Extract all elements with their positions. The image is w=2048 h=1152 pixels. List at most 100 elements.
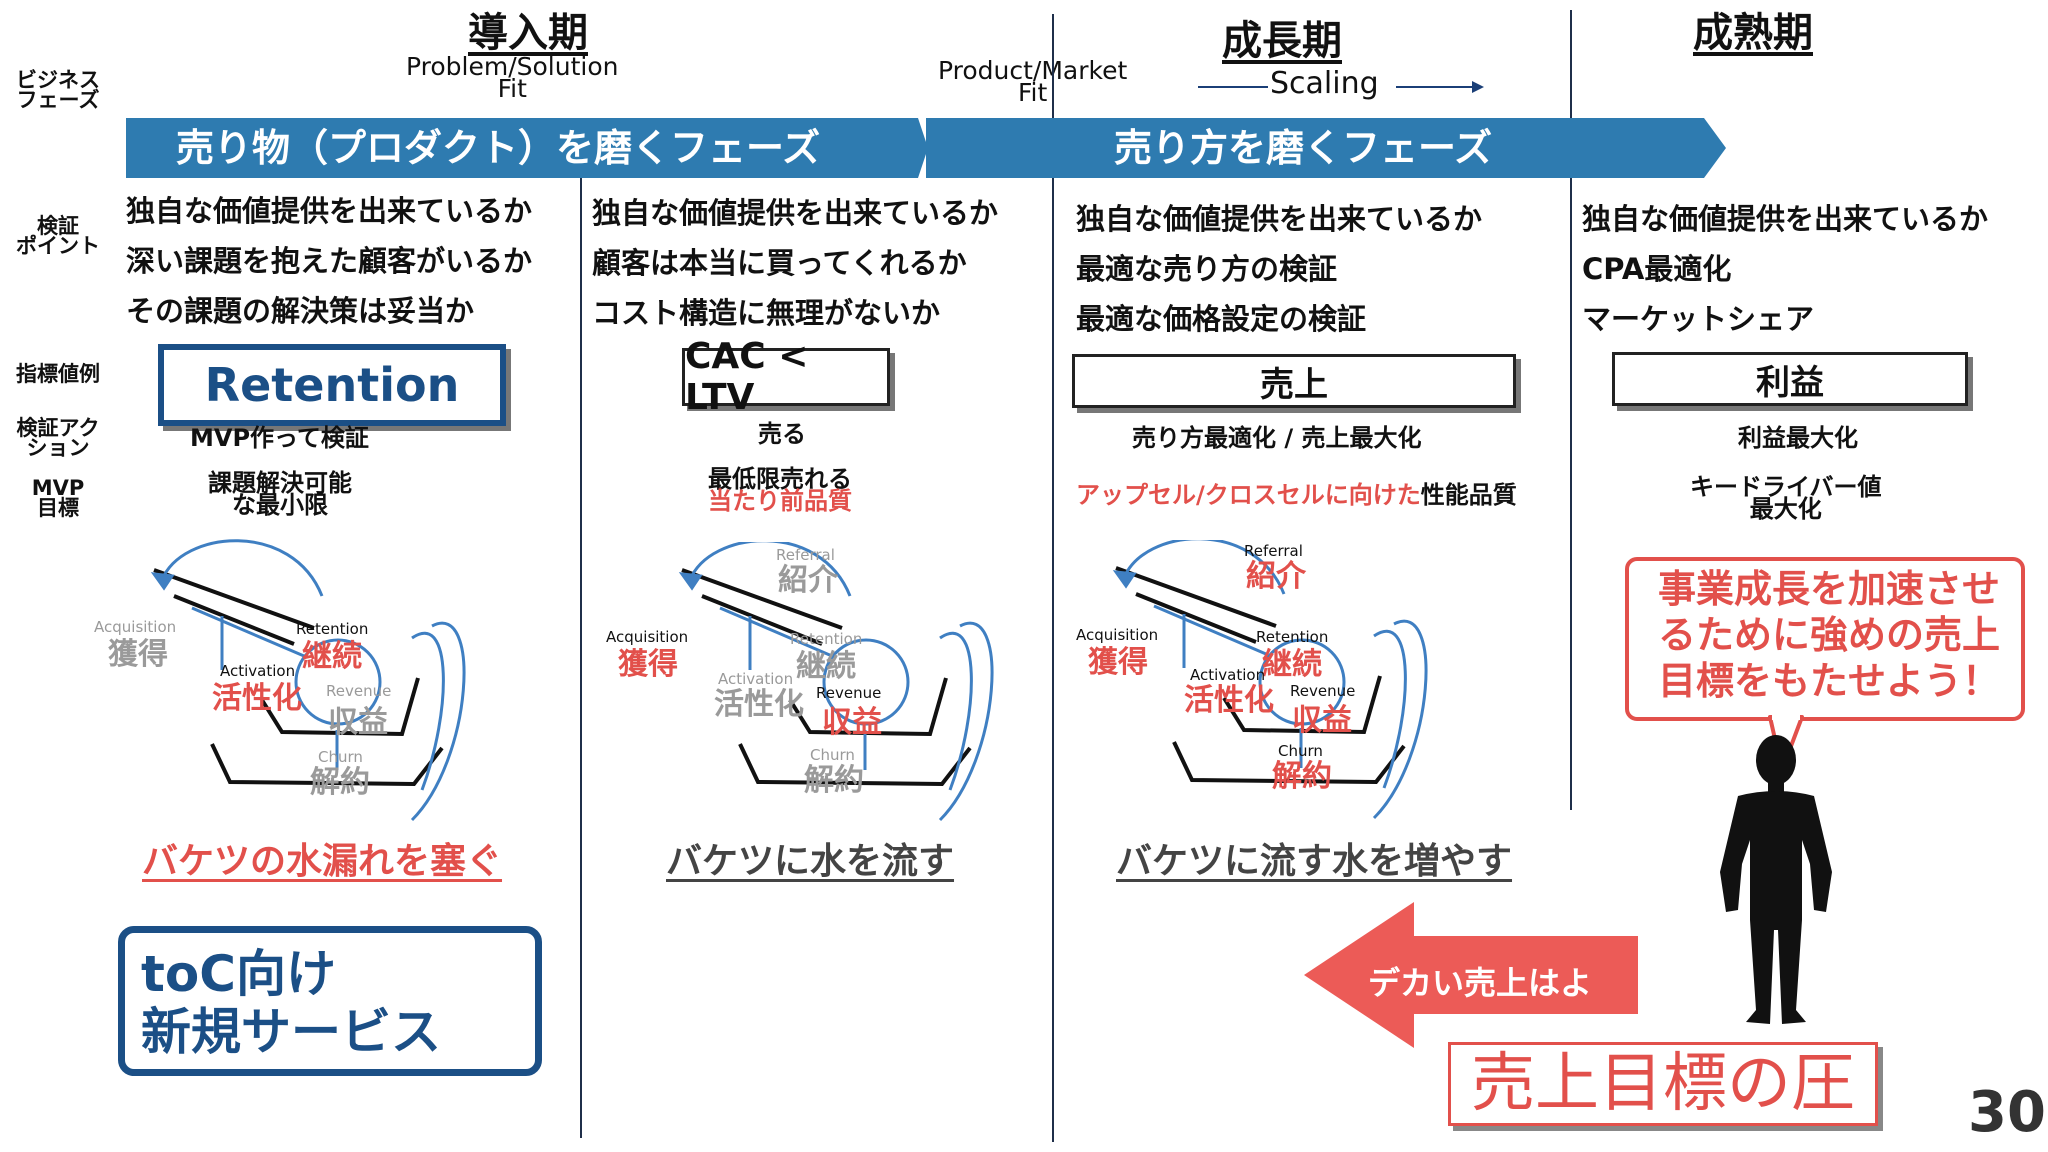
- col1-action: MVP作って検証: [190, 424, 369, 452]
- col3-mvp: アップセル/クロスセルに向けた性能品質: [1076, 481, 1517, 509]
- left-arrow-icon: [1304, 902, 1638, 1048]
- acquisition-en: Acquisition: [606, 628, 689, 646]
- acquisition-jp: 獲得: [108, 637, 168, 672]
- check-item: CPA最適化: [1582, 252, 1732, 286]
- churn-jp: 解約: [310, 765, 370, 800]
- retention-jp: 継続: [302, 639, 362, 674]
- revenue-en: Revenue: [326, 682, 392, 700]
- churn-en: Churn: [318, 748, 363, 766]
- speech-text: 事業成長を加速させ るために強めの売上 目標をもたせよう！: [1657, 567, 2000, 703]
- bucket-drawing: [678, 542, 994, 822]
- toc-new-service-box: toC向け 新規サービス: [118, 926, 542, 1076]
- acquisition-en: Acquisition: [94, 618, 177, 636]
- bucket-drawing: [150, 539, 466, 822]
- problem-solution-fit: Problem/Solution Fit: [406, 52, 619, 103]
- mvp-line2: 最大化: [1749, 495, 1822, 523]
- sales-pressure-box: 売上目標の圧: [1448, 1042, 1878, 1126]
- metric-cac-ltv-box: CAC < LTV: [682, 336, 890, 418]
- mvp-line1: 課題解決可能: [208, 469, 352, 497]
- divider-col1: [580, 118, 582, 1138]
- check-item: 独自な価値提供を出来ているか: [1076, 202, 1483, 236]
- activation-jp: 活性化: [1184, 683, 1274, 718]
- churn-jp: 解約: [804, 763, 864, 798]
- col1-checks: 独自な価値提供を出来ているか 深い課題を抱えた顧客がいるか その課題の解決策は妥…: [126, 186, 532, 336]
- revenue-jp: 収益: [328, 705, 388, 740]
- row-label-business-phase: ビジネス フェーズ: [16, 68, 100, 112]
- col2-action: 売る: [758, 420, 806, 448]
- divider-growth: [1052, 14, 1054, 1142]
- banner-product-phase: 売り物（プロダクト）を磨くフェーズ: [176, 126, 821, 170]
- phase-mature-title: 成熟期: [1693, 10, 1813, 56]
- phase-intro-title: 導入期: [468, 10, 588, 56]
- activation-en: Activation: [718, 670, 794, 688]
- retention-en: Retention: [1256, 628, 1329, 646]
- col3-action: 売り方最適化 / 売上最大化: [1132, 424, 1422, 452]
- check-item: コスト構造に無理がないか: [592, 296, 941, 330]
- scaling-label: Scaling: [1270, 66, 1379, 101]
- check-item: 独自な価値提供を出来ているか: [126, 194, 533, 228]
- row-label-verification-action: 検証アク ション: [16, 416, 100, 460]
- referral-en: Referral: [1244, 542, 1303, 560]
- col2-checks: 独自な価値提供を出来ているか 顧客は本当に買ってくれるか コスト構造に無理がない…: [592, 188, 998, 338]
- check-item: 最適な売り方の検証: [1076, 252, 1338, 286]
- metric-profit-box: 利益: [1612, 352, 1968, 406]
- mvp-line1: キードライバー値: [1690, 473, 1882, 501]
- arrow-text: デカい売上はよ: [1368, 964, 1593, 1002]
- referral-en: Referral: [776, 546, 835, 564]
- divider-mature: [1570, 10, 1572, 810]
- bucket-diagram-2: Referral 紹介 Acquisition 獲得 Retention 継続 …: [606, 542, 1006, 842]
- check-item: 最適な価格設定の検証: [1076, 302, 1367, 336]
- activation-en: Activation: [220, 662, 296, 680]
- col1-mvp: 課題解決可能 な最小限: [208, 469, 352, 519]
- acquisition-en: Acquisition: [1076, 626, 1159, 644]
- activation-jp: 活性化: [714, 687, 804, 722]
- page-number: 30: [1968, 1080, 2046, 1145]
- referral-jp: 紹介: [778, 563, 838, 598]
- mvp-line2: な最小限: [232, 491, 328, 519]
- activation-jp: 活性化: [212, 681, 302, 716]
- product-market-fit: Product/Market Fit: [938, 56, 1128, 107]
- col1-bucket-caption: バケツの水漏れを塞ぐ: [142, 841, 503, 882]
- speech-bubble: [1625, 557, 2025, 772]
- row-label-verification-points: 検証 ポイント: [16, 214, 100, 258]
- metric-sales-box: 売上: [1072, 354, 1516, 408]
- check-item: 独自な価値提供を出来ているか: [1582, 202, 1989, 236]
- bucket-diagram-1: Acquisition 獲得 Retention 継続 Activation 活…: [92, 530, 492, 830]
- activation-en: Activation: [1190, 666, 1266, 684]
- col3-checks: 独自な価値提供を出来ているか 最適な売り方の検証 最適な価格設定の検証: [1076, 194, 1482, 344]
- revenue-en: Revenue: [816, 684, 882, 702]
- mvp-line2: 当たり前品質: [708, 487, 852, 515]
- retention-en: Retention: [790, 630, 863, 648]
- check-item: その課題の解決策は妥当か: [126, 294, 475, 328]
- revenue-jp: 収益: [1292, 703, 1352, 738]
- churn-jp: 解約: [1272, 759, 1332, 794]
- check-item: マーケットシェア: [1582, 302, 1815, 336]
- col4-mvp: キードライバー値 最大化: [1690, 473, 1882, 523]
- metric-retention-box: Retention: [158, 344, 506, 426]
- col3-bucket-caption: バケツに流す水を増やす: [1116, 841, 1513, 882]
- retention-jp: 継続: [796, 649, 856, 684]
- col4-action: 利益最大化: [1738, 424, 1858, 452]
- churn-en: Churn: [1278, 742, 1323, 760]
- phase-banners: [126, 118, 1726, 178]
- revenue-en: Revenue: [1290, 682, 1356, 700]
- acquisition-jp: 獲得: [1088, 645, 1148, 680]
- col2-mvp: 最低限売れる 当たり前品質: [708, 467, 852, 515]
- row-label-mvp-target: MVP 目標: [31, 476, 85, 520]
- col4-checks: 独自な価値提供を出来ているか CPA最適化 マーケットシェア: [1582, 194, 1988, 344]
- person-silhouette-icon: [1720, 735, 1832, 1024]
- revenue-jp: 収益: [822, 705, 882, 740]
- banner-selling-phase: 売り方を磨くフェーズ: [1114, 126, 1493, 170]
- check-item: 独自な価値提供を出来ているか: [592, 196, 999, 230]
- mvp-red-text: アップセル/クロスセルに向けた: [1076, 481, 1421, 509]
- bucket-drawing: [1112, 540, 1428, 820]
- retention-en: Retention: [296, 620, 369, 638]
- churn-en: Churn: [810, 746, 855, 764]
- phase-growth-title: 成長期: [1222, 18, 1342, 64]
- mvp-black-text: 性能品質: [1420, 481, 1517, 509]
- referral-jp: 紹介: [1246, 559, 1306, 594]
- retention-jp: 継続: [1262, 647, 1322, 682]
- col2-bucket-caption: バケツに水を流す: [666, 841, 955, 882]
- acquisition-jp: 獲得: [618, 647, 678, 682]
- check-item: 顧客は本当に買ってくれるか: [592, 246, 967, 280]
